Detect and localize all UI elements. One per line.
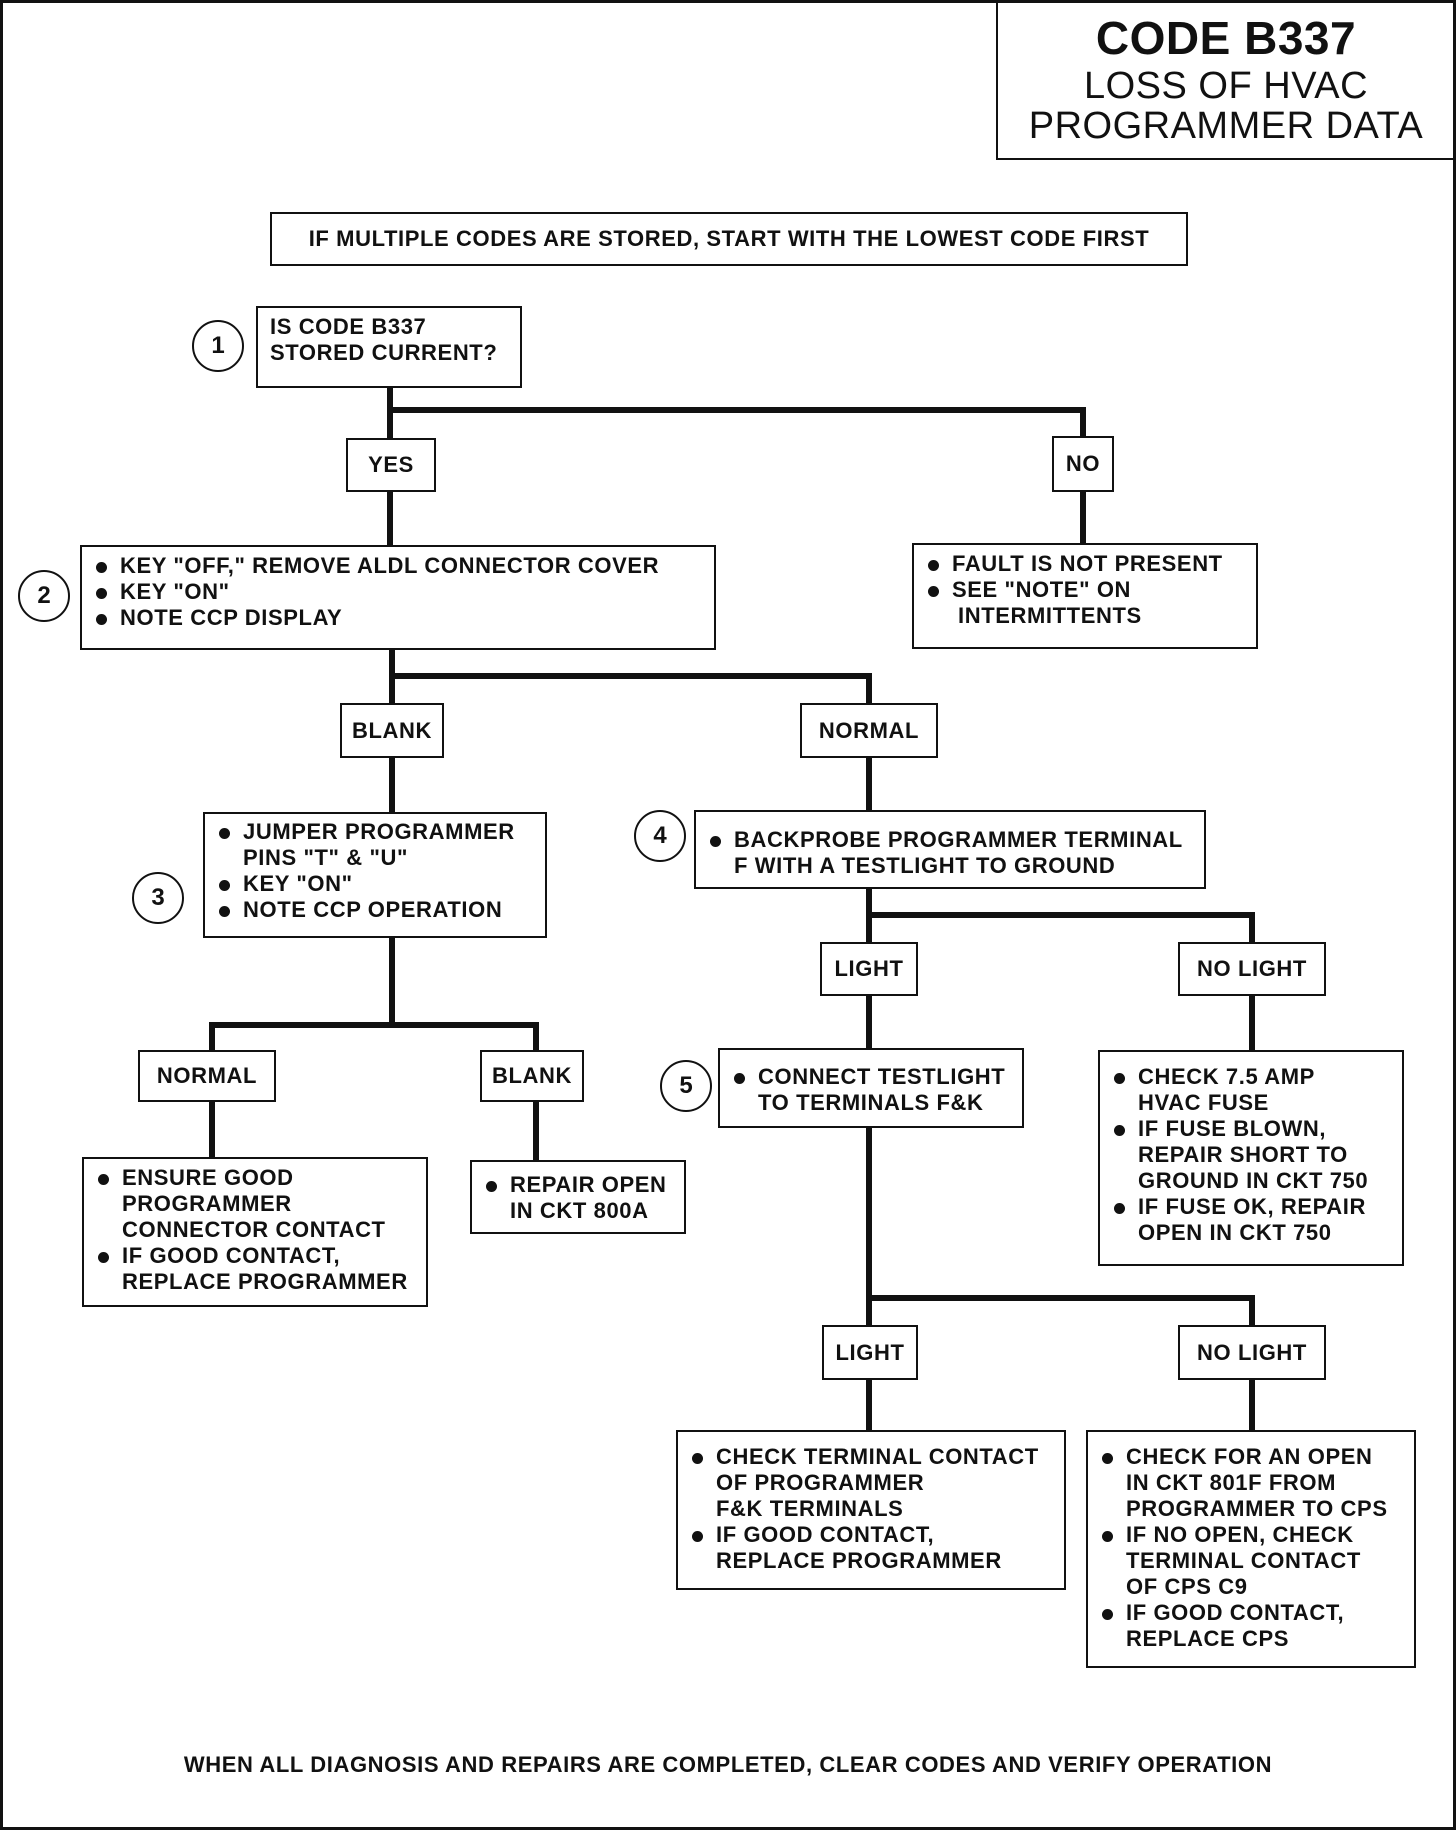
banner-text: IF MULTIPLE CODES ARE STORED, START WITH… <box>308 226 1150 251</box>
box-line: REPAIR SHORT TO <box>1138 1142 1348 1167</box>
footer-instruction: WHEN ALL DIAGNOSIS AND REPAIRS ARE COMPL… <box>183 1752 1273 1777</box>
bullet-item: NOTE CCP OPERATION <box>217 897 533 923</box>
title-code: CODE B337 <box>1095 12 1357 64</box>
wire-q1-yes-no <box>387 385 1086 441</box>
box-line: TO TERMINALS F&K <box>758 1090 984 1115</box>
box-line: OPEN IN CKT 750 <box>1138 1220 1332 1245</box>
step-3-marker: 3 <box>132 872 184 924</box>
box-line: OF CPS C9 <box>1126 1574 1248 1599</box>
box-line: IS CODE B337 <box>270 314 427 339</box>
bullet-item: CHECK 7.5 AMP <box>1112 1064 1390 1090</box>
title-subtitle: LOSS OF HVAC PROGRAMMER DATA <box>998 66 1454 146</box>
bullet-item: KEY "ON" <box>217 871 533 897</box>
bullet-item: BACKPROBE PROGRAMMER TERMINAL <box>708 827 1192 853</box>
label-blank: BLANK <box>480 1050 584 1102</box>
label-no: NO <box>1052 436 1114 492</box>
box-line: F&K TERMINALS <box>716 1496 904 1521</box>
step-2-box: KEY "OFF," REMOVE ALDL CONNECTOR COVER K… <box>80 545 716 650</box>
box-line: REPLACE CPS <box>1126 1626 1290 1651</box>
multiple-codes-banner: IF MULTIPLE CODES ARE STORED, START WITH… <box>270 212 1188 266</box>
fault-not-present-box: FAULT IS NOT PRESENT SEE "NOTE" ON INTER… <box>912 543 1258 649</box>
bullet-item: KEY "OFF," REMOVE ALDL CONNECTOR COVER <box>94 553 702 579</box>
bullet-item: REPAIR OPEN <box>484 1172 672 1198</box>
bullet-item: CONNECT TESTLIGHT <box>732 1064 1010 1090</box>
bullet-item: IF GOOD CONTACT, <box>96 1243 414 1269</box>
box-line: CONNECTOR CONTACT <box>122 1217 386 1242</box>
bullet-item: ENSURE GOOD <box>96 1165 414 1191</box>
step-1-marker: 1 <box>192 320 244 372</box>
label-no-light: NO LIGHT <box>1178 942 1326 996</box>
check-fuse-box: CHECK 7.5 AMP HVAC FUSE IF FUSE BLOWN, R… <box>1098 1050 1404 1266</box>
box-line: REPLACE PROGRAMMER <box>716 1548 1002 1573</box>
box-line: REPLACE PROGRAMMER <box>122 1269 408 1294</box>
question-code-stored: IS CODE B337 STORED CURRENT? <box>256 306 522 388</box>
label-normal: NORMAL <box>800 703 938 758</box>
label-light: LIGHT <box>820 942 918 996</box>
bullet-item: JUMPER PROGRAMMER <box>217 819 533 845</box>
step-5-box: CONNECT TESTLIGHT TO TERMINALS F&K <box>718 1048 1024 1128</box>
bullet-item: CHECK FOR AN OPEN <box>1100 1444 1402 1470</box>
check-terminal-contact-box: CHECK TERMINAL CONTACT OF PROGRAMMER F&K… <box>676 1430 1066 1590</box>
title-line-2: PROGRAMMER DATA <box>1028 105 1424 147</box>
ensure-contact-box: ENSURE GOOD PROGRAMMER CONNECTOR CONTACT… <box>82 1157 428 1307</box>
box-line: GROUND IN CKT 750 <box>1138 1168 1369 1193</box>
step-4-marker: 4 <box>634 810 686 862</box>
repair-ckt-800a-box: REPAIR OPEN IN CKT 800A <box>470 1160 686 1234</box>
bullet-item: FAULT IS NOT PRESENT <box>926 551 1244 577</box>
box-line: PROGRAMMER <box>122 1191 292 1216</box>
step-3-box: JUMPER PROGRAMMER PINS "T" & "U" KEY "ON… <box>203 812 547 938</box>
bullet-item: IF GOOD CONTACT, <box>690 1522 1052 1548</box>
box-line: TERMINAL CONTACT <box>1126 1548 1361 1573</box>
box-line: STORED CURRENT? <box>270 340 498 365</box>
label-light: LIGHT <box>822 1325 918 1380</box>
bullet-item: IF FUSE OK, REPAIR <box>1112 1194 1390 1220</box>
step-2-marker: 2 <box>18 570 70 622</box>
wire-s3-branches <box>209 935 539 1053</box>
step-4-box: BACKPROBE PROGRAMMER TERMINAL F WITH A T… <box>694 810 1206 889</box>
label-no-light: NO LIGHT <box>1178 1325 1326 1380</box>
box-line: PINS "T" & "U" <box>243 845 409 870</box>
wire-s5-branches <box>866 1125 1255 1328</box>
check-open-ckt-801f-box: CHECK FOR AN OPEN IN CKT 801F FROM PROGR… <box>1086 1430 1416 1668</box>
bullet-item: KEY "ON" <box>94 579 702 605</box>
wire-s2-branches <box>389 647 872 706</box>
bullet-item: CHECK TERMINAL CONTACT <box>690 1444 1052 1470</box>
label-blank: BLANK <box>340 703 444 758</box>
box-line: IN CKT 801F FROM <box>1126 1470 1337 1495</box>
bullet-item: IF FUSE BLOWN, <box>1112 1116 1390 1142</box>
bullet-item: IF GOOD CONTACT, <box>1100 1600 1402 1626</box>
label-normal: NORMAL <box>138 1050 276 1102</box>
step-5-marker: 5 <box>660 1060 712 1112</box>
bullet-item: SEE "NOTE" ON <box>926 577 1244 603</box>
bullet-item: NOTE CCP DISPLAY <box>94 605 702 631</box>
title-line-1: LOSS OF HVAC <box>1083 65 1369 107</box>
box-line: INTERMITTENTS <box>958 603 1142 628</box>
box-line: F WITH A TESTLIGHT TO GROUND <box>734 853 1116 878</box>
label-yes: YES <box>346 438 436 492</box>
wire-s4-branches <box>866 886 1255 945</box>
title-block: CODE B337 LOSS OF HVAC PROGRAMMER DATA <box>996 0 1456 160</box>
box-line: PROGRAMMER TO CPS <box>1126 1496 1388 1521</box>
box-line: OF PROGRAMMER <box>716 1470 925 1495</box>
box-line: HVAC FUSE <box>1138 1090 1269 1115</box>
bullet-item: IF NO OPEN, CHECK <box>1100 1522 1402 1548</box>
box-line: IN CKT 800A <box>510 1198 649 1223</box>
